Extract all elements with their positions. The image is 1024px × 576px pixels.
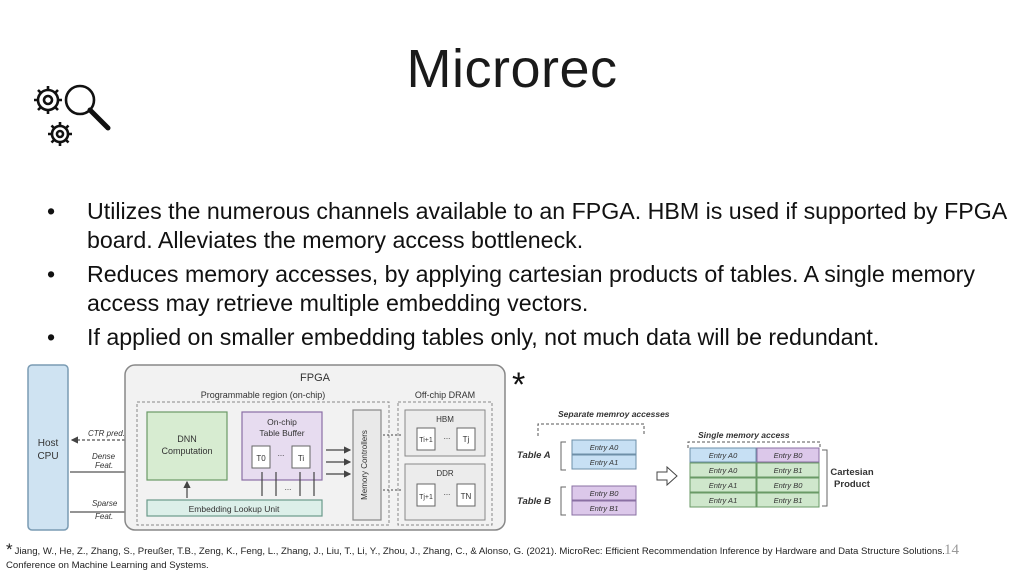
ctr-pred-label: CTR pred. (88, 429, 125, 438)
svg-text:...: ... (278, 449, 285, 458)
svg-text:Entry B1: Entry B1 (590, 504, 619, 513)
bullet-item: •Utilizes the numerous channels availabl… (47, 198, 1006, 253)
svg-text:Entry A0: Entry A0 (709, 451, 738, 460)
programmable-region-label: Programmable region (on-chip) (201, 390, 326, 400)
bullet-text: Reduces memory accesses, by applying car… (87, 261, 975, 316)
svg-text:Single memory access: Single memory access (698, 430, 790, 440)
svg-text:Entry A0: Entry A0 (709, 466, 738, 475)
svg-text:Table A: Table A (517, 450, 551, 461)
svg-text:...: ... (444, 488, 451, 497)
gears-magnifier-icon (34, 84, 111, 146)
fpga-label: FPGA (300, 372, 331, 384)
svg-text:T0: T0 (256, 454, 266, 463)
memory-controllers-box (352, 409, 382, 521)
svg-text:Entry A1: Entry A1 (590, 458, 618, 467)
svg-text:Entry B0: Entry B0 (774, 451, 804, 460)
citation-asterisk: * (512, 366, 526, 404)
svg-text:Entry B1: Entry B1 (774, 496, 803, 505)
svg-text:Ti: Ti (298, 454, 305, 463)
host-label: Host (38, 438, 59, 449)
svg-text:Entry A1: Entry A1 (709, 481, 737, 490)
bullet-text: If applied on smaller embedding tables o… (87, 324, 880, 350)
svg-text:Table Buffer: Table Buffer (259, 428, 304, 438)
svg-text:Product: Product (834, 479, 871, 490)
svg-text:Tj: Tj (463, 435, 470, 444)
svg-text:...: ... (285, 483, 292, 492)
svg-text:TN: TN (461, 492, 472, 501)
svg-text:Ti+1: Ti+1 (419, 437, 433, 444)
cpu-label: CPU (37, 451, 58, 462)
svg-text:DDR: DDR (436, 469, 454, 478)
svg-text:Memory Controllers: Memory Controllers (360, 430, 369, 500)
dense-label: Dense (92, 452, 116, 461)
footnote-text: Jiang, W., He, Z., Zhang, S., Preußer, T… (6, 546, 945, 571)
svg-text:Table B: Table B (517, 496, 551, 507)
svg-text:Entry B0: Entry B0 (590, 489, 620, 498)
svg-text:Entry B0: Entry B0 (774, 481, 804, 490)
page-number: 14 (944, 542, 959, 558)
slide-title: Microrec (406, 39, 618, 99)
microrec-architecture-diagram: Host CPU CTR pred. Dense Feat. Sparse Fe… (27, 364, 874, 531)
svg-text:Tj+1: Tj+1 (419, 494, 433, 501)
bullet-item: •If applied on smaller embedding tables … (47, 324, 880, 350)
dense-feat-label: Feat. (95, 461, 113, 470)
svg-text:Entry A1: Entry A1 (709, 496, 737, 505)
svg-text:...: ... (444, 432, 451, 441)
footnote: *Jiang, W., He, Z., Zhang, S., Preußer, … (6, 540, 956, 573)
bullet-list: •Utilizes the numerous channels availabl… (42, 197, 1007, 357)
host-cpu-box (27, 364, 69, 531)
svg-text:Computation: Computation (161, 446, 212, 456)
sparse-feat-label: Feat. (95, 512, 113, 521)
svg-text:DNN: DNN (177, 434, 197, 444)
svg-text:Separate memroy accesses: Separate memroy accesses (558, 409, 670, 419)
sparse-label: Sparse (92, 499, 118, 508)
svg-text:Cartesian: Cartesian (830, 467, 873, 478)
svg-text:Embedding Lookup Unit: Embedding Lookup Unit (189, 504, 280, 514)
bullet-text: Utilizes the numerous channels available… (87, 198, 1006, 253)
bullet-item: •Reduces memory accesses, by applying ca… (47, 261, 975, 316)
footnote-marker: * (6, 540, 13, 559)
svg-text:On-chip: On-chip (267, 417, 297, 427)
svg-text:Entry A0: Entry A0 (590, 443, 619, 452)
embedding-lookup-box (146, 499, 323, 517)
svg-text:HBM: HBM (436, 415, 454, 424)
dnn-box (146, 411, 228, 481)
svg-text:Off-chip DRAM: Off-chip DRAM (415, 390, 475, 400)
svg-text:Entry B1: Entry B1 (774, 466, 803, 475)
